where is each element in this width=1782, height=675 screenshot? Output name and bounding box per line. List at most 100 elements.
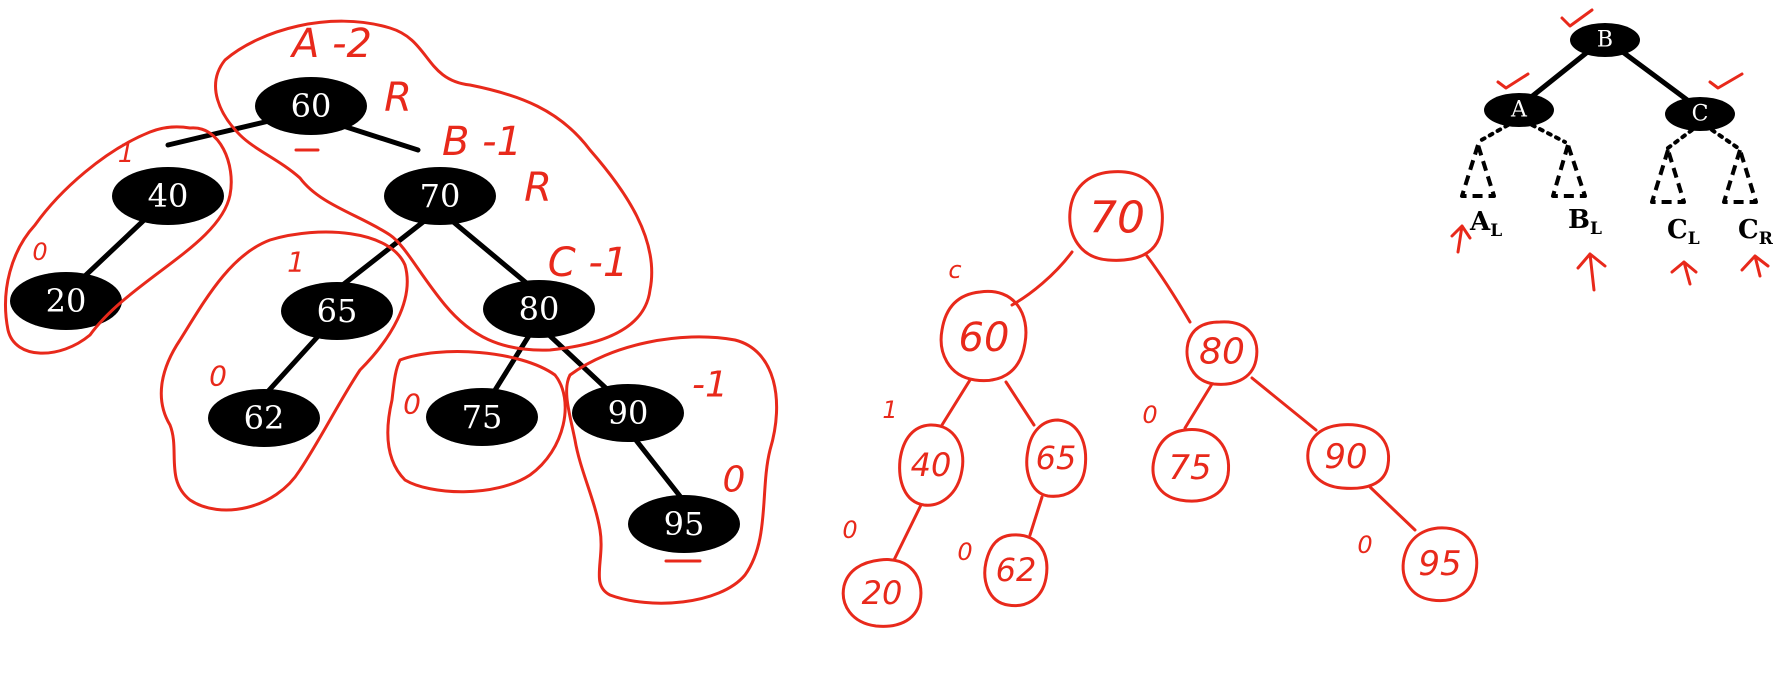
tree-node [1306,423,1391,490]
rotated-tree: 70 60 80 40 65 75 90 20 62 95 c 1 0 0 0 … [841,170,1479,628]
tree-node: 60 [255,77,367,135]
tree-node: 80 [483,280,595,338]
node-label: 60 [959,315,1010,361]
edge-90-95 [625,427,686,503]
edge-90-95 [1368,485,1417,532]
subtree-triangle [1551,143,1587,198]
node-label: 75 [1168,448,1211,488]
tree-node: 20 [10,272,122,330]
edge-80-75 [1183,382,1214,430]
edge-65-62 [1028,495,1044,537]
annotation: 0 [32,238,47,266]
subtree-triangle [1650,148,1686,204]
tree-node: 40 [112,167,224,225]
edge-70-60 [1010,250,1074,307]
node-label: 65 [317,292,358,330]
annotation: 0 [723,460,746,501]
tree-node [898,423,965,507]
node-label: 62 [996,551,1037,589]
annotation: c [948,256,961,284]
annotation: B -1 [442,119,522,165]
loop-rotation-group [214,19,654,352]
node-label: B [1597,28,1613,53]
handwritten-loops [4,19,779,605]
annotation: 0 [209,360,227,393]
node-label: 90 [1324,437,1367,477]
tree-node: C [1665,97,1735,131]
annotation: 0 [842,516,857,544]
loop-left-subtree [4,125,233,355]
tree-node: 95 [628,495,740,553]
reference-tree: B A C AL BL CL CR [1450,8,1774,292]
edge-60-65 [1004,380,1036,427]
annotation: A -2 [289,21,372,67]
edge-A-AL [1476,123,1510,144]
subtree-triangle [1460,143,1496,198]
loop-65-subtree [159,230,409,512]
node-label: 40 [911,446,952,484]
edge-80-90 [545,331,613,395]
annotation: 1 [118,139,135,169]
annotation: 0 [957,538,972,566]
tree-node [983,533,1049,608]
node-label: 40 [148,177,189,215]
annotation: 0 [403,388,421,421]
edge-B-C [1617,47,1693,105]
node-label: 70 [420,177,461,215]
annotation: 0 [1142,401,1157,429]
node-label: 80 [1199,332,1245,373]
loop-90-subtree [565,335,779,605]
check-mark [1708,72,1744,90]
edge-70-80 [442,212,533,289]
arrow-up [1670,260,1698,286]
edge-60-40 [940,378,972,427]
annotation: 0 [1357,531,1372,559]
node-label: 20 [46,282,87,320]
tree-node [841,558,923,628]
tree-node [1185,320,1259,386]
tree-node: 75 [426,388,538,446]
tree-node: 62 [208,389,320,447]
node-label: 80 [519,290,560,328]
edge-70-65 [332,212,435,294]
original-tree-annotations: A -2 R B -1 R C -1 1 0 1 0 0 -1 0 [32,21,746,563]
tree-node [1151,428,1231,503]
tree-node [1068,170,1164,262]
edge-70-80 [1145,254,1192,324]
annotation: 1 [287,246,305,279]
node-label: 95 [1418,544,1461,584]
check-mark [1560,8,1594,28]
node-label: A [1510,98,1528,123]
original-tree: 60 40 70 20 65 80 62 75 [10,77,740,553]
check-mark [1496,72,1530,90]
arrow-up [1576,252,1607,292]
node-label: 60 [291,87,332,125]
arrow-up [1450,224,1472,254]
edge-40-20 [892,503,923,562]
tree-node: B [1570,23,1640,57]
edge-B-A [1527,47,1593,101]
tree-node: 90 [572,384,684,442]
tree-node [1401,526,1479,603]
edge-80-90 [1250,376,1318,432]
node-label: 75 [462,398,503,436]
node-label: 20 [862,574,903,612]
edge-C-CL [1666,128,1694,150]
subtree-label: CL [1667,215,1700,249]
tree-node: 65 [281,282,393,340]
annotation: R [384,75,412,121]
subtree-label: CR [1738,215,1774,249]
node-label: 70 [1089,193,1145,244]
edge-A-BL [1530,123,1567,144]
annotation: C -1 [548,240,629,286]
node-label: 95 [664,505,705,543]
subtree-label: AL [1469,207,1502,241]
tree-node: A [1484,93,1554,127]
node-label: C [1692,102,1709,127]
tree-node [939,289,1028,383]
node-label: 65 [1036,439,1077,477]
tree-node: 70 [384,167,496,225]
annotation: -1 [692,365,728,406]
node-label: 62 [244,399,285,437]
